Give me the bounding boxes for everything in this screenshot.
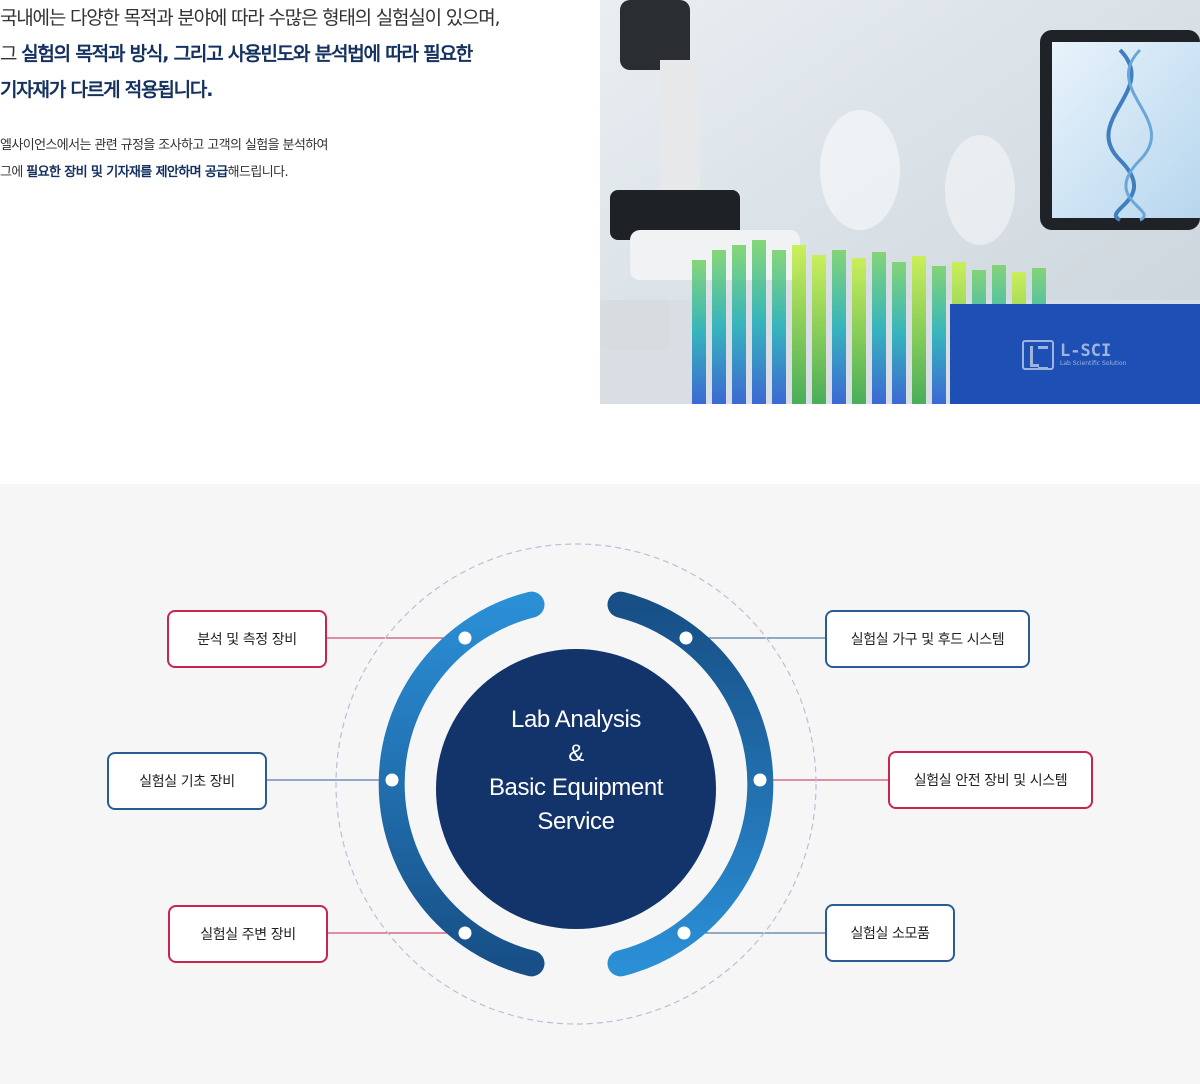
brand-logo: L-SCI Lab Scientific Solution	[1022, 340, 1126, 370]
node-dot-right-2	[753, 773, 767, 787]
item-label: 분석 및 측정 장비	[197, 632, 297, 648]
item-box-peripheral-equipment[interactable]: 실험실 주변 장비	[168, 905, 328, 963]
item-box-analysis-equipment[interactable]: 분석 및 측정 장비	[167, 610, 327, 668]
item-box-safety-system[interactable]: 실험실 안전 장비 및 시스템	[888, 751, 1093, 809]
diagram-graphic	[266, 543, 889, 1025]
item-label: 실험실 가구 및 후드 시스템	[850, 632, 1005, 648]
item-label: 실험실 기초 장비	[139, 774, 235, 790]
lead-emphasis-1: 실험의 목적과 방식, 그리고 사용빈도와 분석법에 따라 필요한	[21, 43, 473, 65]
item-label: 실험실 소모품	[850, 926, 930, 942]
center-line-3: Basic Equipment	[488, 774, 664, 801]
ls-logo-icon	[1022, 340, 1054, 370]
center-title: Lab Analysis & Basic Equipment Service	[436, 703, 716, 839]
lead-line-3: 기자재가 다르게 적용됩니다.	[0, 79, 213, 101]
desc-emphasis: 필요한 장비 및 기자재를 제안하며 공급	[26, 165, 228, 180]
node-dot-left-3	[458, 926, 472, 940]
item-box-basic-equipment[interactable]: 실험실 기초 장비	[107, 752, 267, 810]
outer-dashed-ring	[335, 543, 817, 1025]
node-dot-left-2	[385, 773, 399, 787]
service-diagram: Lab Analysis & Basic Equipment Service 분…	[0, 484, 1200, 1084]
lab-photo: L-SCI Lab Scientific Solution	[600, 0, 1200, 404]
brand-tagline: Lab Scientific Solution	[1060, 360, 1127, 367]
center-line-4: Service	[537, 808, 615, 835]
item-box-consumables[interactable]: 실험실 소모품	[825, 904, 955, 962]
center-circle	[436, 649, 716, 929]
center-line-1: Lab Analysis	[511, 706, 641, 733]
item-box-furniture-hood[interactable]: 실험실 가구 및 후드 시스템	[825, 610, 1030, 668]
desc-line-1: 엘사이언스에서는 관련 규정을 조사하고 고객의 실험을 분석하여	[0, 138, 329, 153]
lead-line-1: 국내에는 다양한 목적과 분야에 따라 수많은 형태의 실험실이 있으며,	[0, 7, 501, 29]
node-dot-right-3	[677, 926, 691, 940]
brand-banner: L-SCI Lab Scientific Solution	[950, 304, 1200, 404]
brand-name: L-SCI	[1060, 341, 1112, 361]
node-dot-right-1	[679, 631, 693, 645]
desc-line-2: 그에 필요한 장비 및 기자재를 제안하며 공급해드립니다.	[0, 165, 289, 180]
item-label: 실험실 주변 장비	[200, 927, 296, 943]
intro-section: 국내에는 다양한 목적과 분야에 따라 수많은 형태의 실험실이 있으며, 그 …	[0, 0, 600, 404]
intro-description: 엘사이언스에서는 관련 규정을 조사하고 고객의 실험을 분석하여 그에 필요한…	[0, 132, 600, 186]
intro-lead: 국내에는 다양한 목적과 분야에 따라 수많은 형태의 실험실이 있으며, 그 …	[0, 0, 600, 108]
center-line-2: &	[568, 740, 584, 767]
lead-line-2: 그 실험의 목적과 방식, 그리고 사용빈도와 분석법에 따라 필요한	[0, 43, 473, 65]
item-label: 실험실 안전 장비 및 시스템	[913, 773, 1068, 789]
node-dot-left-1	[458, 631, 472, 645]
